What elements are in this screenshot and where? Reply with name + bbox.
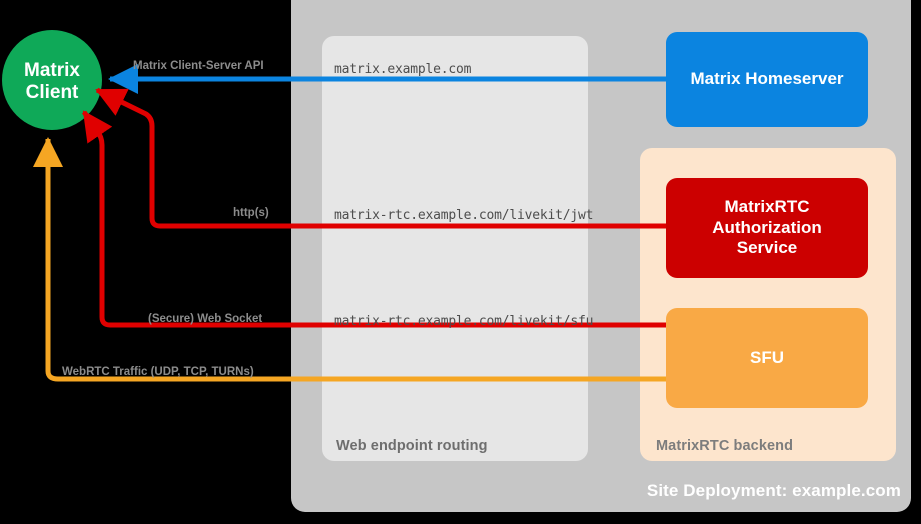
matrix-client-circle[interactable] [2, 30, 102, 130]
connector-webrtc-traffic [33, 136, 666, 382]
site-deployment-label: Site Deployment: example.com [646, 481, 901, 500]
connector-label-https: http(s) [233, 207, 269, 219]
web-endpoint-routing-label: Web endpoint routing [336, 438, 488, 454]
matrix-endpoint-url: matrix.example.com [334, 62, 472, 77]
connector-label-client-server-api: Matrix Client-Server API [133, 60, 264, 72]
matrixrtc-authorization-service-box[interactable] [666, 178, 868, 278]
matrix-client-label-line1: Matrix [24, 60, 80, 81]
sfu-endpoint-url: matrix-rtc.example.com/livekit/sfu [334, 314, 594, 329]
jwt-endpoint-url: matrix-rtc.example.com/livekit/jwt [334, 208, 594, 223]
matrixrtc-backend-label: MatrixRTC backend [656, 438, 794, 454]
connector-web-socket [81, 110, 666, 328]
connector-label-webrtc-traffic: WebRTC Traffic (UDP, TCP, TURNs) [62, 366, 254, 378]
web-endpoint-routing-container [322, 36, 588, 461]
matrix-client-label: Matrix Client [0, 60, 107, 104]
connector-label-web-socket: (Secure) Web Socket [148, 313, 263, 325]
connector-https [95, 87, 666, 229]
matrix-client-label-line2: Client [25, 82, 79, 104]
sfu-box[interactable] [666, 308, 868, 408]
